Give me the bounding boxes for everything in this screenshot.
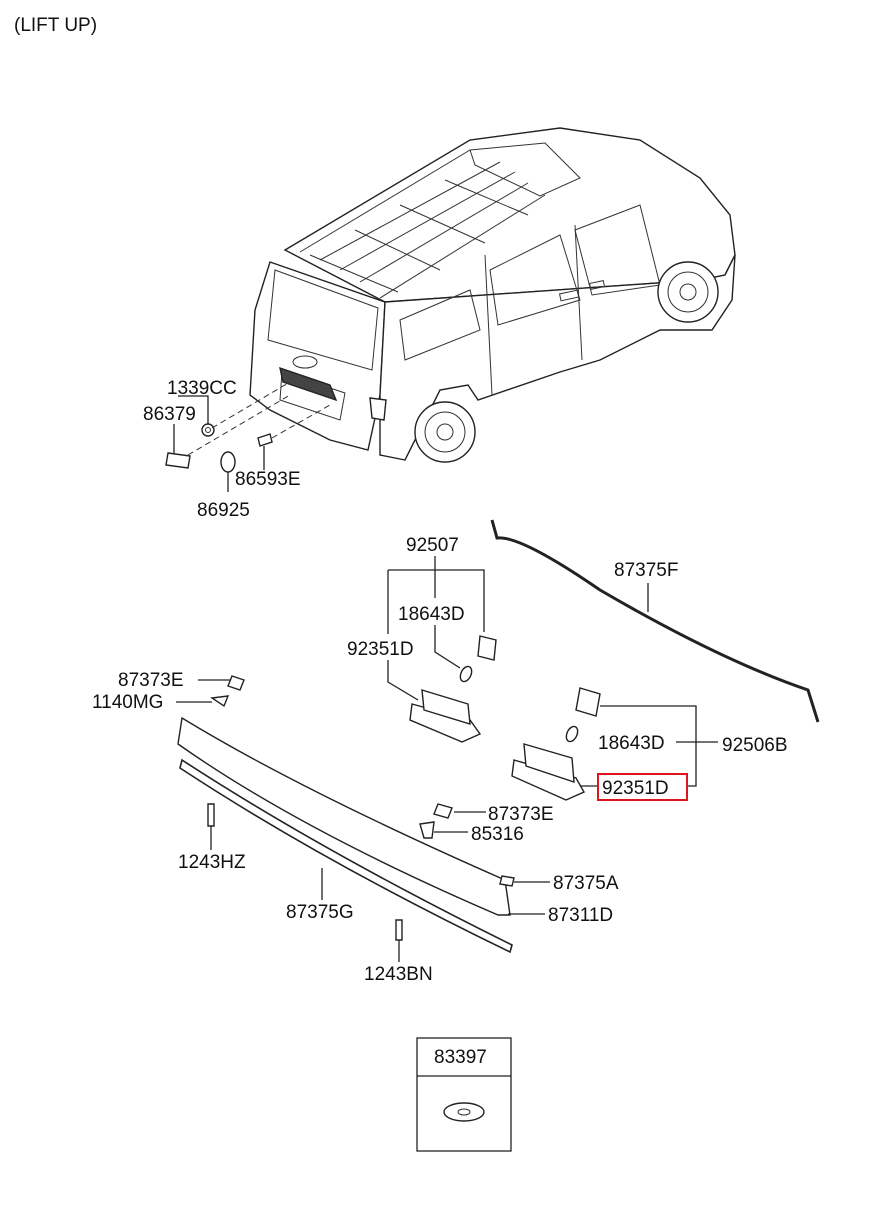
label-83397: 83397 [434,1047,487,1068]
label-18643D-lower: 18643D [598,733,665,754]
label-87375G: 87375G [286,902,354,923]
label-85316: 85316 [471,824,524,845]
part-1339CC-shape [201,423,215,437]
part-86379-shape [165,452,191,469]
label-92507: 92507 [406,535,459,556]
lamp-assembly-lower [511,687,718,801]
part-83397-box [416,1037,512,1152]
part-87375F-shape [490,519,820,723]
label-87311D: 87311D [548,905,613,926]
label-86593E: 86593E [235,469,301,490]
garnish-group [176,675,550,962]
emblem-fastener-group [165,381,331,492]
label-1243BN: 1243BN [364,964,433,985]
label-87373E-upper: 87373E [118,670,184,691]
label-92351D-upper: 92351D [347,639,414,660]
label-86925: 86925 [197,500,250,521]
label-18643D-upper: 18643D [398,604,465,625]
label-87375A: 87375A [553,873,619,894]
van-illustration [249,127,736,463]
label-87373E-lower: 87373E [488,804,554,825]
lamp-assembly-upper [387,556,497,743]
diagram-title: (LIFT UP) [14,15,97,36]
label-1339CC: 1339CC [167,378,237,399]
highlight-box-92351D [597,773,688,801]
label-92506B: 92506B [722,735,788,756]
label-1140MG: 1140MG [92,692,163,713]
label-86379: 86379 [143,404,196,425]
label-87375F: 87375F [614,560,678,581]
part-86925-shape [220,451,236,473]
label-92351D-lower: 92351D [602,778,669,799]
part-86593E-shape [257,433,273,447]
label-1243HZ: 1243HZ [178,852,246,873]
